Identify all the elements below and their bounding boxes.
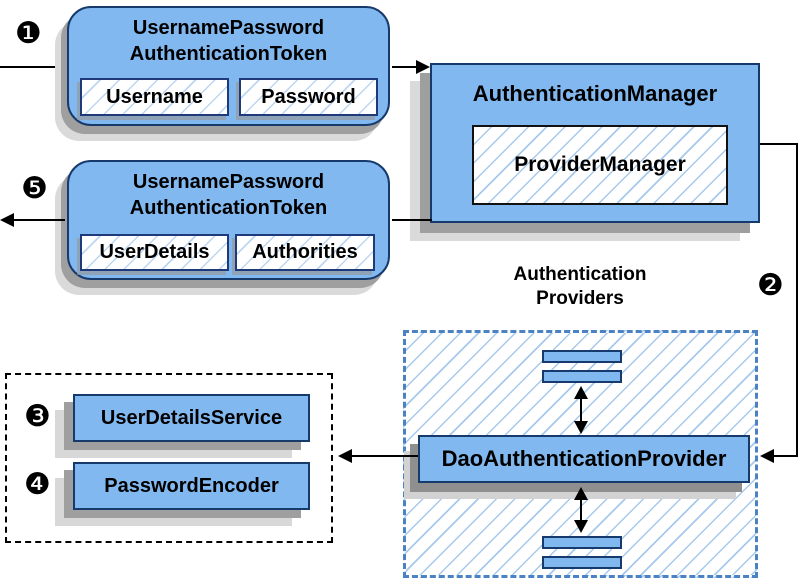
password-field-box: Password xyxy=(239,78,378,116)
result-token-title-line1: UsernamePassword xyxy=(132,171,325,193)
provider-manager-box: ProviderManager xyxy=(472,125,728,205)
step-1-badge: ❶ xyxy=(15,16,42,51)
userdetails-field-box: UserDetails xyxy=(80,234,229,271)
authentication-providers-label-line1: Authentication xyxy=(513,264,647,285)
manager-to-result-line xyxy=(392,219,432,221)
user-details-service-box: UserDetailsService xyxy=(73,394,310,442)
provider-link-arrow-top xyxy=(574,386,588,434)
username-field-box: Username xyxy=(80,78,229,116)
manager-to-provider-line-bottom xyxy=(774,455,798,457)
token-to-manager-line xyxy=(392,66,418,68)
provider-stack-bar-bottom-1 xyxy=(542,536,622,549)
authorities-field-box: Authorities xyxy=(235,234,375,271)
step-3-badge: ❸ xyxy=(24,399,51,434)
request-token-title-line1: UsernamePassword xyxy=(132,17,325,39)
arrow-up-head xyxy=(574,386,588,399)
result-token-title-line2: AuthenticationToken xyxy=(129,197,328,219)
result-token-title: UsernamePassword AuthenticationToken xyxy=(69,169,388,221)
arrow-down-head xyxy=(574,421,588,434)
authentication-providers-label: Authentication Providers xyxy=(480,263,680,311)
request-token-title: UsernamePassword AuthenticationToken xyxy=(69,15,388,67)
dao-authentication-provider-box: DaoAuthenticationProvider xyxy=(418,435,750,483)
arrow-up-head xyxy=(574,487,588,500)
incoming-request-line xyxy=(0,66,65,68)
provider-stack-bar-top-2 xyxy=(542,370,622,383)
result-token-box: UsernamePassword AuthenticationToken Use… xyxy=(67,160,390,280)
manager-to-provider-line-vertical xyxy=(796,143,798,457)
manager-to-provider-line-top xyxy=(760,143,798,145)
step-5-badge: ❺ xyxy=(21,171,48,206)
result-outgoing-line xyxy=(12,219,65,221)
arrow-stem xyxy=(579,500,583,520)
authentication-manager-title: AuthenticationManager xyxy=(472,81,718,106)
step-2-badge: ❷ xyxy=(757,268,784,303)
collaborators-group xyxy=(5,373,333,543)
provider-to-collaborators-arrowhead xyxy=(338,449,352,463)
arrow-stem xyxy=(579,399,583,421)
authentication-manager-box: AuthenticationManager ProviderManager xyxy=(430,63,760,223)
password-encoder-box: PasswordEncoder xyxy=(73,462,310,510)
authentication-providers-label-line2: Providers xyxy=(536,288,624,309)
manager-to-provider-arrowhead xyxy=(760,449,774,463)
request-token-title-line2: AuthenticationToken xyxy=(129,43,328,65)
result-outgoing-arrowhead xyxy=(0,213,14,227)
provider-to-collaborators-line xyxy=(352,455,418,457)
provider-link-arrow-bottom xyxy=(574,487,588,533)
arrow-down-head xyxy=(574,520,588,533)
provider-stack-bar-bottom-2 xyxy=(542,556,622,569)
step-4-badge: ❹ xyxy=(24,467,51,502)
request-token-box: UsernamePassword AuthenticationToken Use… xyxy=(67,6,390,126)
provider-stack-bar-top-1 xyxy=(542,350,622,363)
token-to-manager-arrowhead xyxy=(416,60,430,74)
